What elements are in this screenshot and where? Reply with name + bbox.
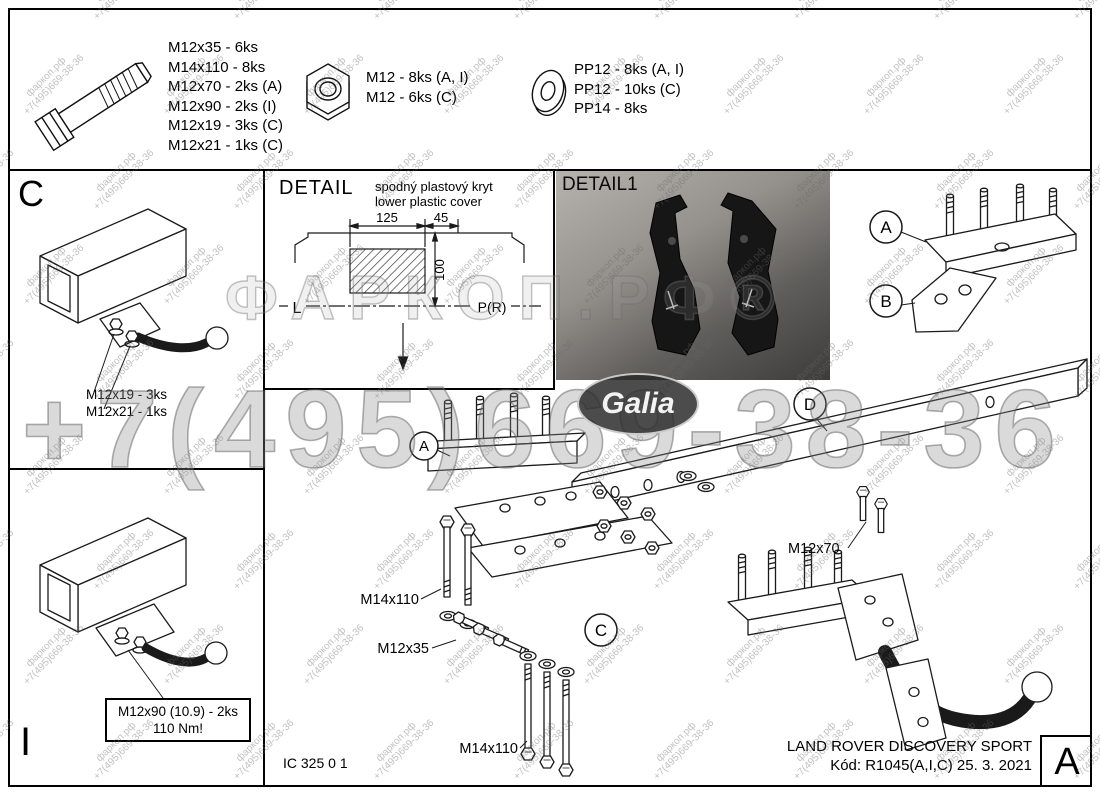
- detail-subtitle: spodný plastový kryt lower plastic cover: [375, 179, 493, 209]
- left-side-label: L: [293, 300, 302, 317]
- callout-c: [584, 613, 618, 647]
- ball-mount-drawing: [837, 573, 1053, 751]
- detail-section-drawing: 125 45 100 L P(R): [279, 210, 541, 371]
- detail-subtitle-en: lower plastic cover: [375, 194, 482, 209]
- callout-b-label: B: [880, 292, 891, 311]
- towball-drawing: [1021, 671, 1053, 703]
- detail-box: DETAIL spodný plastový kryt lower plasti…: [265, 171, 555, 390]
- part-labels: M14x110 M12x35 M14x110 M12x70: [360, 541, 839, 757]
- panel-c: C M12x19 - 3ks M12x21 - 1ks: [8, 171, 265, 470]
- detail-subtitle-sk: spodný plastový kryt: [375, 179, 493, 194]
- vehicle-name: LAND ROVER DISCOVERY SPORT: [786, 738, 1032, 755]
- callout-a-top: [869, 210, 903, 244]
- panel-i-drawing: [39, 517, 228, 699]
- hardware-item: M14x110 - 8ks: [168, 58, 266, 76]
- leader-lines: [93, 333, 131, 410]
- hardware-item: M12x90 - 2ks (I): [168, 97, 277, 115]
- hardware-item: M12x70 - 2ks (A): [168, 78, 283, 95]
- hardware-item: PP14 - 8ks: [574, 100, 648, 117]
- hardware-item: M12x21 - 1ks (C): [168, 136, 284, 154]
- hardware-item: M12x35 - 6ks: [168, 39, 259, 56]
- panel-i-label: I: [20, 720, 32, 764]
- hardware-strip: M12x35 - 6ks M14x110 - 8ks M12x70 - 2ks …: [8, 8, 1092, 171]
- callout-a-top-label: A: [880, 218, 892, 237]
- towball-drawing: [205, 326, 229, 350]
- hardware-item: M12 - 8ks (A, I): [366, 69, 469, 86]
- leader-line: [127, 649, 164, 699]
- hardware-item: PP12 - 8ks (A, I): [574, 61, 685, 78]
- detail1-title: DETAIL1: [562, 174, 638, 195]
- nut-icon: [306, 63, 350, 121]
- label-m14x110-lower: M14x110: [459, 741, 518, 757]
- left-bracket-photo: [649, 194, 701, 356]
- hardware-item: M12x19 - 3ks (C): [168, 117, 284, 134]
- detail1-photo: DETAIL1: [556, 171, 830, 380]
- corner-sheet-label: A: [1040, 735, 1092, 787]
- spare-bracket-drawing: [727, 546, 873, 636]
- label-m12x35: M12x35: [377, 641, 429, 657]
- dim-height-label: 100: [432, 259, 447, 281]
- panel-c-note-2: M12x21 - 1ks: [86, 404, 167, 419]
- panel-i-note-1: M12x90 (10.9) - 2ks: [117, 704, 239, 719]
- washer-icon: [531, 69, 567, 116]
- right-bracket-photo: [720, 192, 779, 356]
- bolt-list: M12x35 - 6ks M14x110 - 8ks M12x70 - 2ks …: [168, 38, 283, 155]
- towball-neck: [141, 643, 211, 667]
- doc-number: IC 325 0 1: [283, 755, 348, 771]
- callout-a-left: [409, 431, 439, 461]
- callout-letters: A B D A C: [419, 218, 892, 640]
- label-m12x70: M12x70: [788, 541, 840, 557]
- callout-b: [869, 284, 903, 318]
- label-m14x110-upper: M14x110: [360, 592, 419, 608]
- washer-list: PP12 - 8ks (A, I) PP12 - 10ks (C) PP14 -…: [574, 60, 684, 119]
- rear-panel-bracket-drawing: [427, 392, 673, 578]
- callout-d-label: D: [804, 395, 816, 414]
- callout-d: [793, 387, 827, 421]
- bolt-icon: [34, 62, 152, 152]
- bolts-m14x110-lower-drawing: [519, 650, 575, 777]
- panel-c-label: C: [18, 173, 44, 214]
- leader-lines: [420, 231, 927, 749]
- callout-c-label: C: [595, 621, 607, 640]
- nut-list: M12 - 8ks (A, I) M12 - 6ks (C): [366, 68, 469, 107]
- panel-c-note-1: M12x19 - 3ks: [86, 387, 167, 402]
- product-code-date: Kód: R1045(A,I,C) 25. 3. 2021: [830, 757, 1032, 774]
- detail-title: DETAIL: [279, 177, 354, 199]
- bracket-photo-drawing: [649, 192, 779, 356]
- panel-i: M12x90 (10.9) - 2ks 110 Nm! I: [8, 470, 265, 787]
- panel-i-torque-note: M12x90 (10.9) - 2ks 110 Nm!: [105, 698, 251, 742]
- callout-circles: [409, 210, 903, 647]
- right-side-label: P(R): [478, 299, 507, 315]
- bolts-m12x35-drawing: [450, 610, 531, 659]
- panel-c-drawing: M12x19 - 3ks M12x21 - 1ks: [39, 208, 229, 419]
- panel-c-notes: M12x19 - 3ks M12x21 - 1ks: [86, 387, 167, 419]
- hardware-item: M12 - 6ks (C): [366, 88, 457, 106]
- crossbar-drawing: [571, 358, 1088, 511]
- towball-drawing: [204, 641, 228, 665]
- dim-offset-label: 45: [434, 210, 448, 225]
- bumper-bracket-drawing: [911, 183, 1077, 333]
- panel-i-note-2: 110 Nm!: [152, 721, 204, 736]
- towball-neck: [133, 332, 211, 353]
- bolts-m12x70-drawing: [857, 487, 888, 533]
- callout-a-left-label: A: [419, 438, 429, 455]
- dim-width-label: 125: [376, 210, 398, 225]
- hardware-item: PP12 - 10ks (C): [574, 80, 681, 98]
- plastic-cover-cutout: [349, 248, 426, 294]
